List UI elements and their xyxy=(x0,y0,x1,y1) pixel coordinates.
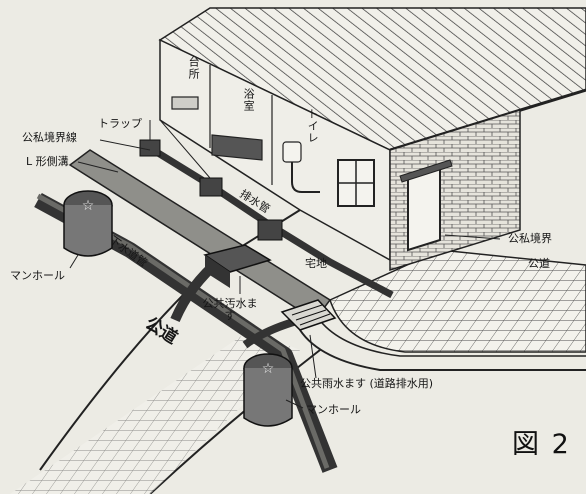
public-rain-box xyxy=(280,299,337,331)
label-public-sewage-box: 公共汚水ます xyxy=(202,297,258,323)
paved-sidewalk xyxy=(329,249,586,353)
sidewalk-curve-inner xyxy=(317,317,586,357)
trap-box-1 xyxy=(139,139,161,157)
toilet-tank xyxy=(282,141,302,163)
window-bar xyxy=(338,160,374,206)
label-house-lot: 宅地 xyxy=(305,257,327,270)
l-gutter-edge xyxy=(69,164,316,321)
label-public-rain-box: 公共雨水ます (道路排水用) xyxy=(300,377,434,390)
label-public-road-right: 公道 xyxy=(528,257,550,270)
label-bathroom: 浴室 xyxy=(242,88,256,112)
leader-boundary-right xyxy=(444,234,501,240)
leader-boundary xyxy=(99,139,151,151)
leader-trap xyxy=(149,119,211,179)
sidewalk-curve xyxy=(299,329,586,371)
road-texture xyxy=(10,330,300,494)
manhole-lower-body xyxy=(243,368,293,427)
leader-rain-box xyxy=(309,334,317,379)
label-boundary-line: 公私境界線 xyxy=(22,131,77,144)
label-toilet: トイレ xyxy=(306,108,320,144)
label-boundary-right: 公私境界 xyxy=(508,232,552,245)
manhole-lower-star: ☆ xyxy=(262,361,275,377)
leader-manhole-lower xyxy=(285,399,304,409)
figure-number: 図 2 xyxy=(512,429,571,460)
label-l-gutter: L 形側溝 xyxy=(26,155,69,168)
public-sewage-box-body xyxy=(205,255,230,288)
label-manhole-lower: マンホール xyxy=(306,403,361,416)
trap-box-3 xyxy=(257,219,283,241)
label-trap: トラップ xyxy=(98,117,142,130)
label-manhole-upper: マンホール xyxy=(10,269,65,282)
label-kitchen: 台所 xyxy=(187,56,201,80)
bathtub xyxy=(211,134,263,161)
house-door xyxy=(407,166,441,252)
kitchen-sink xyxy=(171,96,199,110)
trap-box-2 xyxy=(199,177,223,197)
manhole-upper-star: ☆ xyxy=(82,198,95,214)
leader-manhole-upper xyxy=(69,254,79,269)
leader-lgutter xyxy=(77,161,119,173)
door-awning xyxy=(399,159,453,183)
house-wall-rooms xyxy=(159,38,391,262)
public-rain-box-grate xyxy=(291,304,331,326)
manhole-upper-body xyxy=(63,205,113,257)
toilet-pipe xyxy=(291,162,320,193)
